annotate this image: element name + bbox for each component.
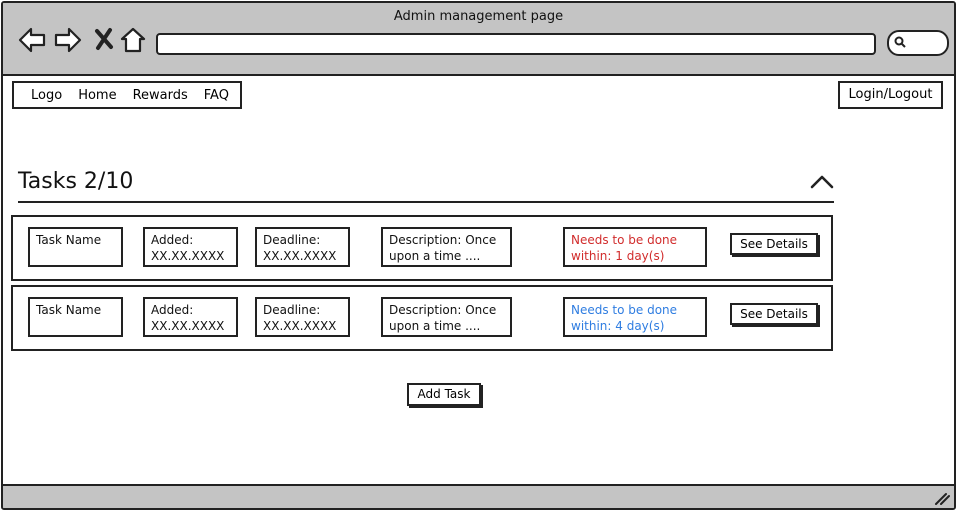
window-title: Admin management page xyxy=(393,9,564,24)
add-task-button[interactable]: Add Task xyxy=(407,383,481,406)
nav-rewards[interactable]: Rewards xyxy=(132,87,188,103)
search-field[interactable] xyxy=(887,30,949,56)
task-description: Description: Once upon a time .... xyxy=(381,227,512,267)
task-deadline: Deadline: XX.XX.XXXX xyxy=(255,227,350,267)
task-name: Task Name xyxy=(28,227,123,267)
forward-arrow-icon[interactable] xyxy=(53,25,83,55)
back-arrow-icon[interactable] xyxy=(17,25,47,55)
urgency-line-1: Needs to be done xyxy=(571,303,678,317)
added-label: Added: xyxy=(151,233,194,247)
main-nav: Logo Home Rewards FAQ xyxy=(12,81,242,109)
urgency-line-2: within: 4 day(s) xyxy=(571,319,665,333)
urgency-line-1: Needs to be done xyxy=(571,233,678,247)
section-divider xyxy=(18,201,834,203)
description-line-1: Description: Once xyxy=(389,233,497,247)
urgency-line-2: within: 1 day(s) xyxy=(571,249,665,263)
browser-titlebar: Admin management page xyxy=(3,3,954,76)
close-icon[interactable] xyxy=(91,25,121,55)
deadline-label: Deadline: xyxy=(263,233,321,247)
task-added: Added: XX.XX.XXXX xyxy=(143,297,238,337)
task-added: Added: XX.XX.XXXX xyxy=(143,227,238,267)
task-deadline: Deadline: XX.XX.XXXX xyxy=(255,297,350,337)
chevron-up-icon[interactable] xyxy=(809,173,835,191)
task-row: Task Name Added: XX.XX.XXXX Deadline: XX… xyxy=(11,285,833,351)
description-line-2: upon a time .... xyxy=(389,249,481,263)
task-name: Task Name xyxy=(28,297,123,337)
task-row: Task Name Added: XX.XX.XXXX Deadline: XX… xyxy=(11,215,833,281)
added-label: Added: xyxy=(151,303,194,317)
nav-home[interactable]: Home xyxy=(78,87,117,103)
added-value: XX.XX.XXXX xyxy=(151,319,225,333)
description-line-1: Description: Once xyxy=(389,303,497,317)
task-description: Description: Once upon a time .... xyxy=(381,297,512,337)
task-urgency: Needs to be done within: 1 day(s) xyxy=(563,227,707,267)
home-icon[interactable] xyxy=(118,25,148,55)
nav-faq[interactable]: FAQ xyxy=(203,87,229,103)
login-logout-button[interactable]: Login/Logout xyxy=(838,81,943,109)
deadline-value: XX.XX.XXXX xyxy=(263,319,337,333)
deadline-value: XX.XX.XXXX xyxy=(263,249,337,263)
description-line-2: upon a time .... xyxy=(389,319,481,333)
resize-grip-icon[interactable] xyxy=(934,492,950,506)
url-bar[interactable] xyxy=(156,33,876,55)
nav-logo[interactable]: Logo xyxy=(31,87,63,103)
added-value: XX.XX.XXXX xyxy=(151,249,225,263)
status-bar xyxy=(3,484,954,508)
see-details-button[interactable]: See Details xyxy=(730,233,818,255)
search-icon xyxy=(894,36,906,48)
see-details-button[interactable]: See Details xyxy=(730,303,818,325)
deadline-label: Deadline: xyxy=(263,303,321,317)
task-urgency: Needs to be done within: 4 day(s) xyxy=(563,297,707,337)
tasks-heading: Tasks 2/10 xyxy=(18,169,134,194)
